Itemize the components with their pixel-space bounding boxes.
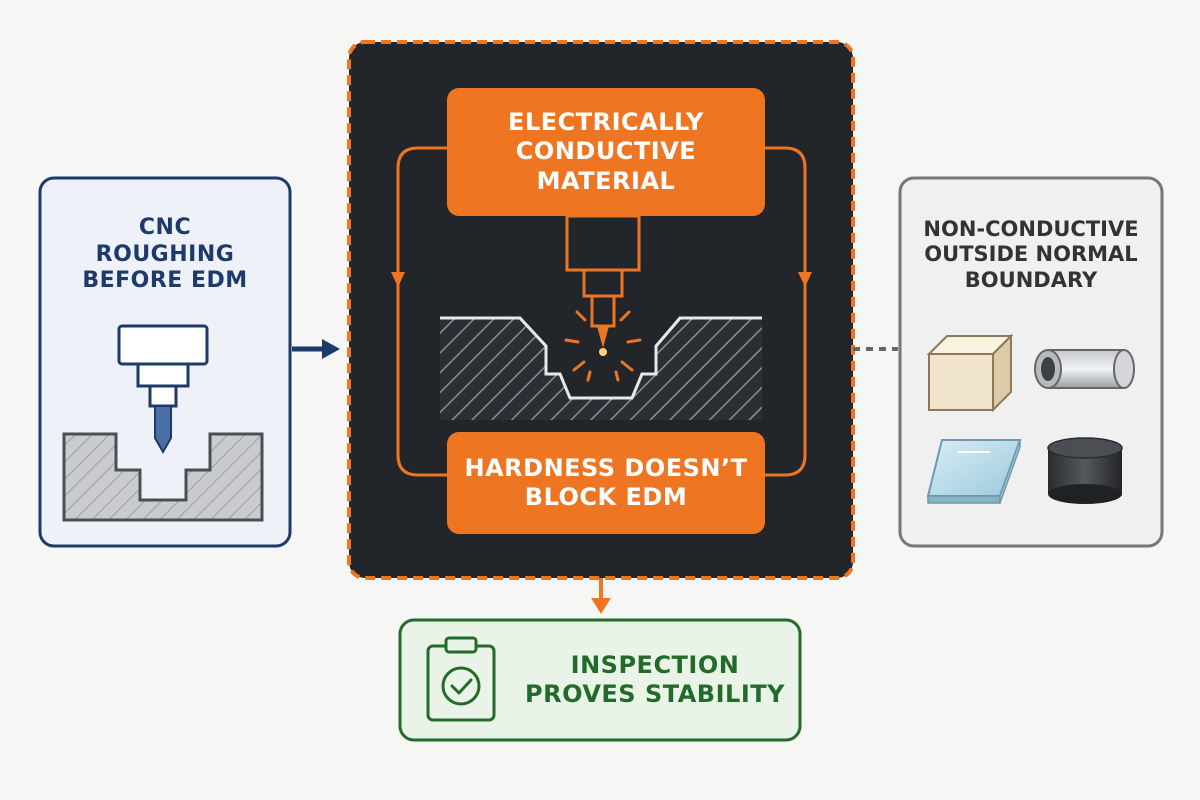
hardness-line-1: HARDNESS DOESN’T xyxy=(464,453,748,482)
ceramic-block-icon xyxy=(926,333,1014,413)
cnc-roughing-line-2: ROUGHING xyxy=(95,241,235,267)
cnc-mill-icon xyxy=(62,324,264,522)
flow-arrow-right xyxy=(292,339,340,359)
conductive-line-3: MATERIAL xyxy=(536,166,676,195)
pipe-icon xyxy=(1034,349,1135,389)
loop-arrowhead-right xyxy=(798,272,812,287)
non-conductive-line-3: BOUNDARY xyxy=(964,267,1098,292)
flow-arrow-down xyxy=(591,578,611,614)
cnc-roughing-line-3: BEFORE EDM xyxy=(82,268,248,294)
non-conductive-line-2: OUTSIDE NORMAL xyxy=(924,242,1138,267)
cnc-roughing-line-1: CNC xyxy=(138,214,192,240)
non-conductive-line-1: NON-CONDUCTIVE xyxy=(923,216,1139,241)
hardness-box xyxy=(447,432,765,534)
conductive-material-label: ELECTRICALLY CONDUCTIVE MATERIAL xyxy=(447,88,765,216)
inspection-panel xyxy=(398,618,802,742)
conductive-line-2: CONDUCTIVE xyxy=(515,137,697,166)
non-conductive-label: NON-CONDUCTIVE OUTSIDE NORMAL BOUNDARY xyxy=(900,200,1162,310)
inspection-label: INSPECTION PROVES STABILITY xyxy=(510,630,800,730)
loop-arrowhead-left xyxy=(391,272,405,287)
rubber-puck-icon xyxy=(1047,437,1123,504)
hardness-label: HARDNESS DOESN’T BLOCK EDM xyxy=(447,432,765,534)
inspection-line-1: INSPECTION xyxy=(570,650,740,679)
process-loop-arrows xyxy=(396,146,807,477)
conductive-line-1: ELECTRICALLY xyxy=(508,108,704,137)
hardness-line-2: BLOCK EDM xyxy=(524,483,688,511)
cnc-roughing-label: CNC ROUGHING BEFORE EDM xyxy=(40,200,290,310)
edm-electrode-spark-icon xyxy=(440,214,762,420)
glass-plate-icon xyxy=(926,439,1022,504)
clipboard-check-icon xyxy=(426,636,496,722)
conductive-material-box xyxy=(447,88,765,216)
inspection-line-2: PROVES STABILITY xyxy=(525,680,785,708)
